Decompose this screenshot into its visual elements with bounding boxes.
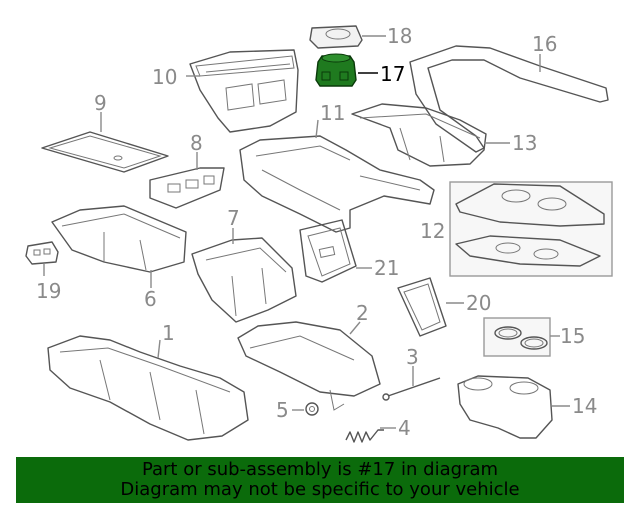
- callout-4: 4: [398, 416, 411, 440]
- callout-3: 3: [406, 345, 419, 369]
- footer-line-2: Diagram may not be specific to your vehi…: [120, 479, 520, 500]
- part-21-module[interactable]: [299, 219, 357, 283]
- callout-labels: 18 17 16 10 9 11 13 8 12 7 21 19 6 20 15…: [36, 24, 597, 440]
- part-2-armrest-lid[interactable]: [237, 321, 381, 411]
- part-14-cupholder[interactable]: [457, 375, 553, 439]
- callout-17: 17: [380, 62, 405, 86]
- leader-11: [315, 119, 319, 139]
- part-1-base-frame[interactable]: [47, 335, 249, 441]
- part-13-upper-bin[interactable]: [351, 103, 487, 167]
- callout-21: 21: [374, 256, 399, 280]
- part-16-trim-frame[interactable]: [409, 45, 609, 153]
- part-6-storage-bin[interactable]: [51, 205, 187, 273]
- part-12-cupholder-trim[interactable]: [455, 183, 605, 267]
- part-8-switch-panel[interactable]: [149, 167, 225, 209]
- callout-2: 2: [356, 301, 369, 325]
- callout-5: 5: [276, 398, 289, 422]
- callout-13: 13: [512, 131, 537, 155]
- leader-1: [157, 339, 161, 359]
- callout-8: 8: [190, 131, 203, 155]
- callout-11: 11: [320, 101, 345, 125]
- callout-1: 1: [162, 321, 175, 345]
- part-18-bezel[interactable]: [309, 25, 363, 49]
- callout-20: 20: [466, 291, 491, 315]
- callout-18: 18: [387, 24, 412, 48]
- part-9-tray-mat[interactable]: [41, 131, 169, 173]
- footer-banner: Part or sub-assembly is #17 in diagram D…: [16, 457, 624, 503]
- part-10-vent-assembly[interactable]: [189, 49, 299, 133]
- leader-2: [349, 321, 361, 335]
- callout-7: 7: [227, 206, 240, 230]
- part-4-spring[interactable]: [345, 429, 384, 443]
- part-7-bracket[interactable]: [191, 237, 297, 323]
- callout-15: 15: [560, 324, 585, 348]
- part-11-console-trim[interactable]: [239, 135, 435, 233]
- callout-6: 6: [144, 287, 157, 311]
- part-19-small-switch[interactable]: [25, 241, 59, 265]
- part-15-rings[interactable]: [494, 326, 548, 350]
- callout-12: 12: [420, 219, 445, 243]
- leader-lines: [43, 35, 570, 429]
- part-12-group-box: [449, 181, 613, 277]
- part-20-module[interactable]: [397, 277, 447, 337]
- part-5-clip[interactable]: [305, 402, 319, 416]
- callout-10: 10: [152, 65, 177, 89]
- callout-14: 14: [572, 394, 597, 418]
- part-3-pin[interactable]: [382, 377, 441, 401]
- callout-9: 9: [94, 91, 107, 115]
- callout-16: 16: [532, 32, 557, 56]
- callout-19: 19: [36, 279, 61, 303]
- part-17-switch[interactable]: [315, 53, 357, 87]
- footer-line-1: Part or sub-assembly is #17 in diagram: [141, 459, 499, 480]
